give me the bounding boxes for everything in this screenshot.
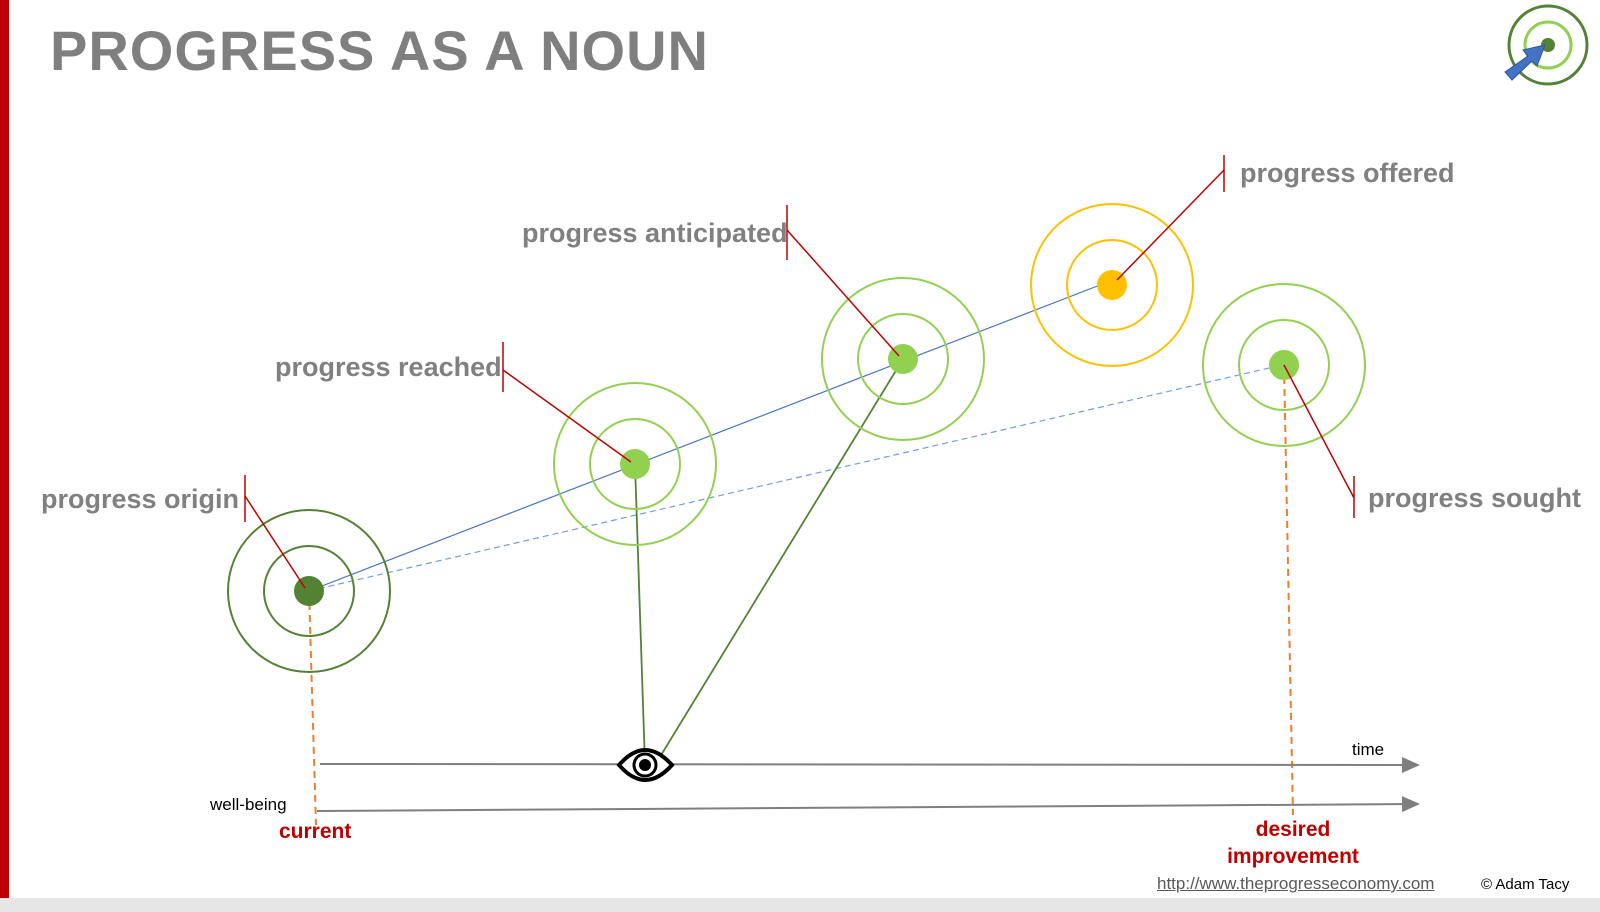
label-progress-reached: progress reached	[275, 352, 502, 382]
sight-line-reached	[634, 463, 646, 766]
reached-target	[553, 382, 717, 546]
current-label: current	[279, 820, 351, 843]
desired-label-line1: desired	[1256, 818, 1331, 841]
anticipated-target	[821, 277, 985, 441]
origin-target	[227, 509, 391, 673]
current-guide-line	[308, 590, 317, 826]
eye-icon	[616, 748, 675, 782]
origin-callout	[244, 475, 306, 589]
wellbeing-axis	[316, 796, 1420, 813]
trend-line-dashed	[308, 364, 1283, 592]
wellbeing-axis-label: well-being	[209, 795, 287, 814]
desired-guide-line	[1283, 364, 1294, 816]
page-title: PROGRESS AS A NOUN	[50, 19, 709, 82]
target-arrow-icon	[1504, 4, 1589, 86]
time-axis-label: time	[1352, 740, 1384, 759]
sight-line-anticipated	[654, 358, 904, 766]
anticipated-callout	[786, 205, 900, 357]
label-progress-origin: progress origin	[41, 484, 239, 514]
offered-callout	[1116, 155, 1225, 281]
left-accent-bar	[0, 0, 9, 898]
footer-link[interactable]: http://www.theprogresseconomy.com	[1157, 874, 1435, 893]
time-axis	[319, 756, 1420, 773]
desired-label-line2: improvement	[1227, 845, 1359, 868]
label-progress-anticipated: progress anticipated	[522, 218, 788, 248]
sought-callout	[1283, 364, 1355, 518]
label-progress-sought: progress sought	[1368, 483, 1581, 513]
trend-line-solid	[308, 284, 1101, 592]
offered-target	[1030, 203, 1194, 367]
copyright-text: © Adam Tacy	[1481, 876, 1570, 893]
label-progress-offered: progress offered	[1240, 158, 1455, 188]
reached-callout	[502, 342, 632, 463]
